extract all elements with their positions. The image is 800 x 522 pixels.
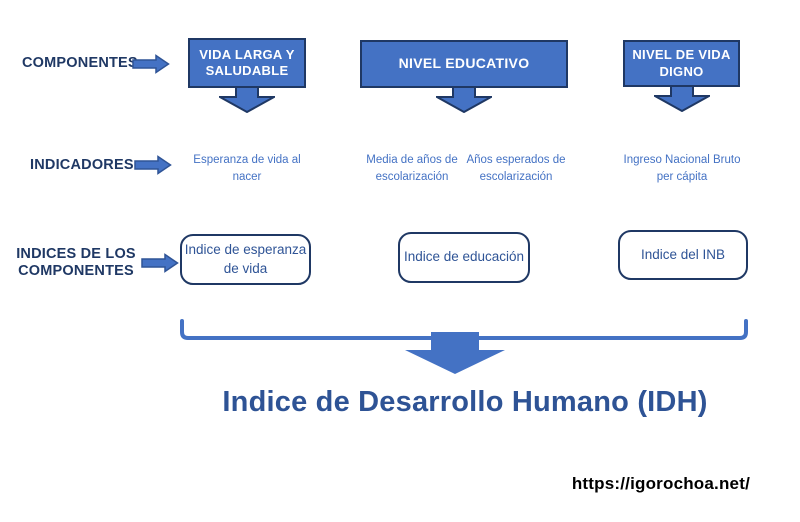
row-label-componentes: COMPONENTES bbox=[22, 55, 138, 71]
row-label-indices-componentes: INDICES DE LOS COMPONENTES bbox=[16, 246, 136, 279]
index-box-inb: Indice del INB bbox=[618, 230, 748, 280]
index-box-esperanza-de-vida: Indice de esperanza de vida bbox=[180, 234, 311, 285]
watermark-url: https://igorochoa.net/ bbox=[571, 474, 750, 493]
row-label-indicadores: INDICADORES bbox=[30, 157, 134, 173]
big-down-arrow-icon bbox=[405, 332, 505, 374]
indicator-ingreso-nacional-bruto: Ingreso Nacional Bruto per cápita bbox=[623, 154, 741, 183]
down-arrow-icon bbox=[654, 85, 710, 112]
component-box-nivel-educativo: NIVEL EDUCATIVO bbox=[360, 40, 568, 88]
component-box-vida-larga-y-saludable: VIDA LARGA Y SALUDABLE bbox=[188, 38, 306, 88]
component-box-nivel-de-vida-digno: NIVEL DE VIDA DIGNO bbox=[623, 40, 740, 87]
down-arrow-icon bbox=[219, 86, 275, 113]
right-arrow-icon bbox=[134, 155, 172, 175]
indicator-anos-esperados-escolarizacion: Años esperados de escolarización bbox=[466, 154, 566, 183]
indicator-media-anos-escolarizacion: Media de años de escolarización bbox=[366, 154, 458, 183]
down-arrow-icon bbox=[436, 86, 492, 113]
index-box-educacion: Indice de educación bbox=[398, 232, 530, 283]
right-arrow-icon bbox=[132, 54, 170, 74]
diagram-title: Indice de Desarrollo Humano (IDH) bbox=[222, 386, 708, 418]
right-arrow-icon bbox=[141, 253, 179, 273]
indicator-esperanza-de-vida: Esperanza de vida al nacer bbox=[193, 154, 301, 183]
